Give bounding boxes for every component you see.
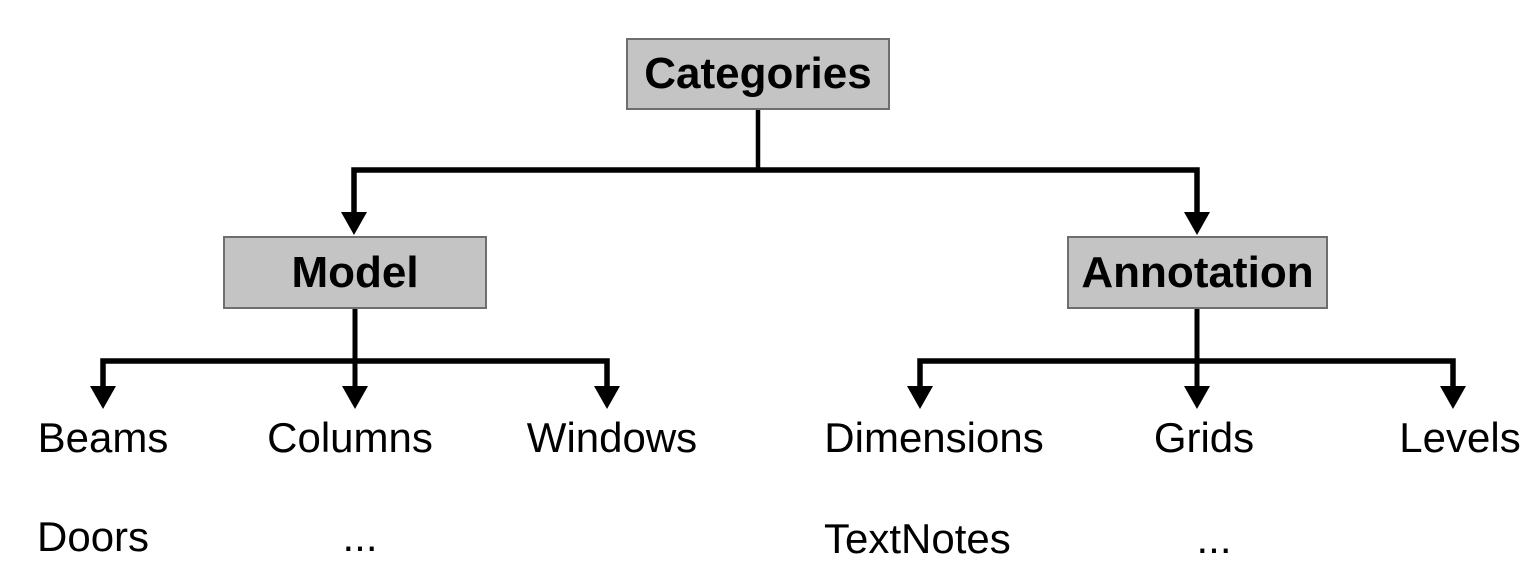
categories-box: Categories [626, 38, 890, 110]
leaf-dimensions: Dimensions [824, 414, 1044, 461]
extra-ellipsis-model: ... [342, 513, 378, 560]
model-box: Model [223, 236, 487, 309]
arrow-down-icon [341, 212, 367, 235]
leaf-grids: Grids [1153, 414, 1255, 461]
connector-root-to-branches [351, 167, 1200, 218]
leaf-beams: Beams [37, 414, 169, 461]
connector-annotation-to-leaves [917, 358, 1456, 390]
annotation-label: Annotation [1081, 247, 1314, 297]
connector-model-to-leaves [100, 358, 610, 390]
categories-label: Categories [644, 49, 872, 98]
arrow-down-icon [90, 386, 116, 409]
model-label: Model [291, 247, 419, 297]
arrow-down-icon [1184, 386, 1210, 409]
leaf-windows: Windows [526, 414, 698, 461]
arrow-down-icon [1184, 212, 1210, 235]
leaf-columns: Columns [267, 414, 433, 461]
arrow-down-icon [342, 386, 368, 409]
arrow-down-icon [907, 386, 933, 409]
leaf-levels: Levels [1399, 414, 1521, 461]
extra-ellipsis-annotation: ... [1196, 515, 1232, 562]
extra-textnotes: TextNotes [824, 515, 1011, 562]
arrow-down-icon [1440, 386, 1466, 409]
extra-doors: Doors [37, 513, 150, 560]
annotation-box: Annotation [1067, 236, 1328, 309]
arrow-down-icon [594, 386, 620, 409]
